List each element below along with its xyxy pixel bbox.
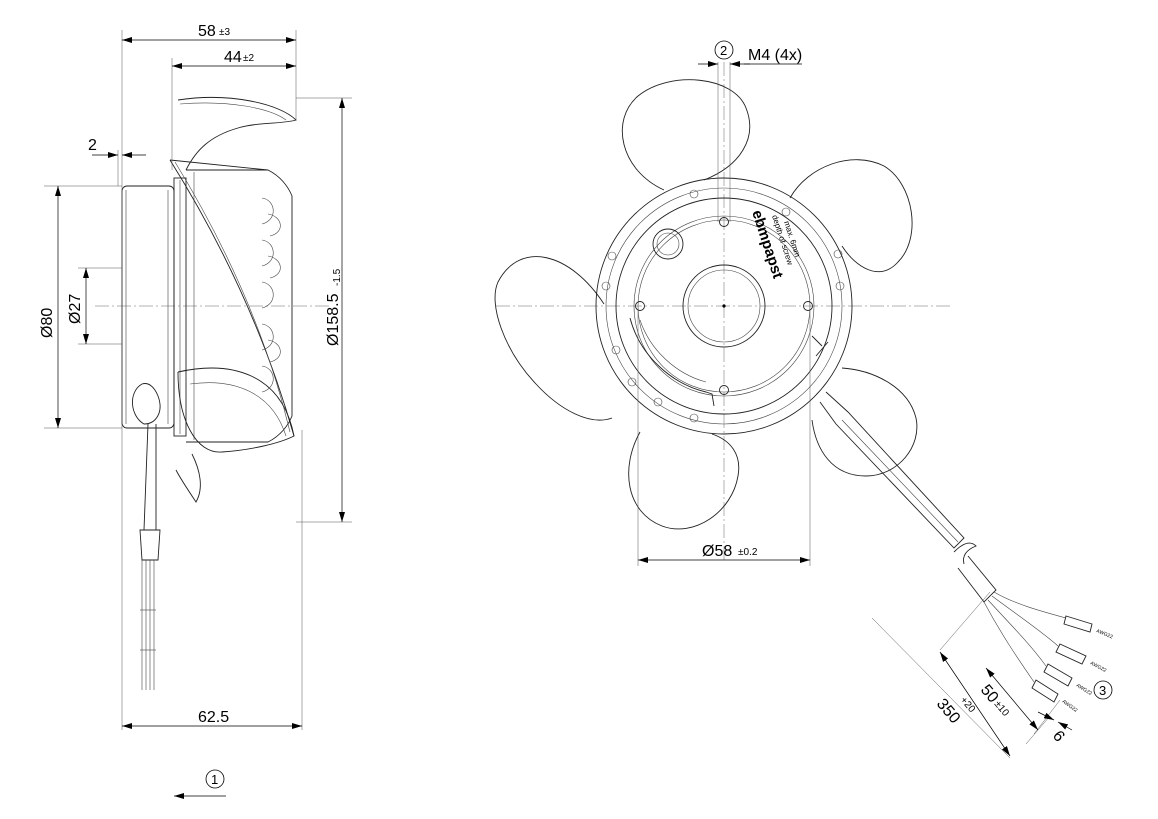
front-view: ebmpapst depth of screw max. 6mm 2 M4 (4… bbox=[494, 40, 950, 566]
wire-tag-2: AWG22 bbox=[1089, 660, 1107, 674]
dim-58: 58 bbox=[198, 23, 216, 40]
mount-hole-bottom bbox=[719, 385, 729, 395]
dim-62: 62.5 bbox=[198, 709, 229, 726]
wire-tag-1: AWG22 bbox=[1095, 628, 1114, 640]
dim-line-50 bbox=[985, 667, 1039, 731]
dim-d58: Ø58 bbox=[702, 543, 732, 560]
side-extension-lines bbox=[44, 30, 352, 730]
side-motor-body bbox=[121, 177, 187, 437]
dim-d80: Ø80 bbox=[39, 308, 56, 338]
dim-line-6b bbox=[1057, 721, 1073, 731]
dim-line-350 bbox=[939, 651, 1011, 757]
view-marker-1: 1 bbox=[211, 772, 218, 787]
thread-label: M4 (4x) bbox=[748, 47, 802, 64]
callout-2-circle bbox=[714, 40, 734, 60]
dim-line-6a bbox=[1037, 711, 1055, 721]
dim-d58-tol: ±0.2 bbox=[738, 547, 758, 558]
dim-50-tol: ±10 bbox=[992, 699, 1011, 719]
dim-6: 6 bbox=[1049, 728, 1068, 746]
callout-3-circle bbox=[1093, 680, 1113, 700]
view-marker-circle bbox=[205, 769, 225, 789]
front-blades bbox=[494, 79, 918, 530]
wire-tag-3: AWG22 bbox=[1075, 683, 1093, 697]
mount-hole-top bbox=[719, 217, 729, 227]
wire-tag-4: AWG22 bbox=[1061, 699, 1079, 714]
dim-2: 2 bbox=[88, 137, 97, 154]
side-rotor bbox=[169, 97, 297, 503]
dim-d158-tol: -1.5 bbox=[332, 268, 343, 286]
dim-58-tol: ±3 bbox=[219, 27, 230, 38]
front-hub bbox=[595, 177, 853, 435]
dim-d27: Ø27 bbox=[67, 294, 84, 324]
mount-hole-right bbox=[803, 301, 813, 311]
dim-44-tol: ±2 bbox=[243, 53, 254, 64]
callout-2: 2 bbox=[720, 43, 727, 58]
cable: AWG22 AWG22 AWG22 AWG22 350 +20 50 ±10 6… bbox=[819, 391, 1114, 759]
side-view: 58 ±3 44 ±2 2 Ø80 Ø27 Ø158.5 -1.5 62.5 1 bbox=[39, 23, 352, 799]
mount-hole-left bbox=[635, 301, 645, 311]
dim-44: 44 bbox=[224, 49, 242, 66]
callout-3: 3 bbox=[1099, 683, 1106, 698]
side-cable bbox=[132, 383, 161, 690]
dim-d158: Ø158.5 bbox=[325, 293, 342, 346]
